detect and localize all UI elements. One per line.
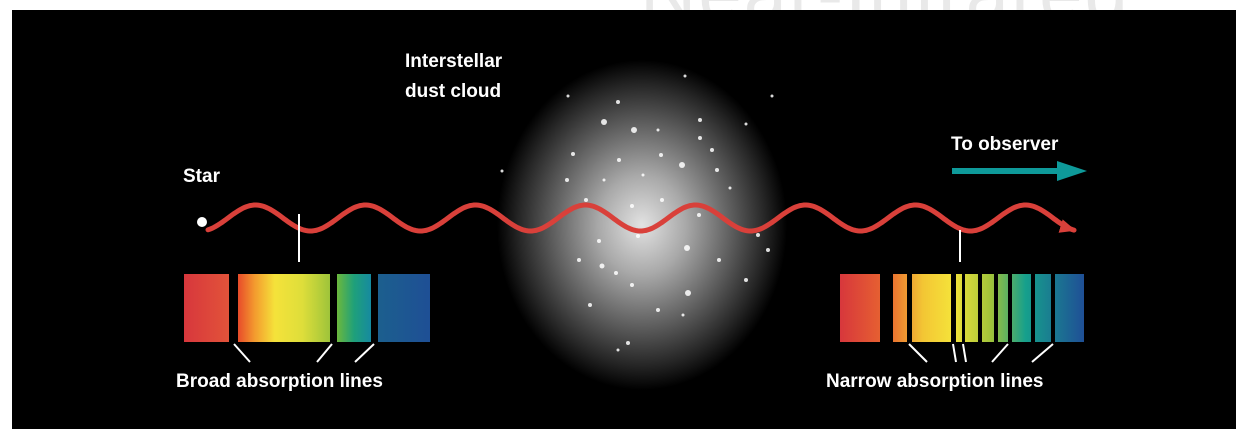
cloud-label-line2: dust cloud — [405, 81, 502, 102]
dust-speck — [641, 173, 645, 177]
diagram-panel: Star Interstellar dust cloud To observer… — [12, 10, 1236, 429]
dust-speck — [659, 153, 663, 157]
dust-speck — [602, 178, 606, 182]
narrow-pointer-lines — [908, 343, 1054, 363]
dust-speck — [584, 198, 588, 202]
broad-pointer-lines — [233, 343, 375, 363]
dust-speck — [656, 308, 660, 312]
dust-cloud — [497, 60, 787, 390]
dust-speck — [631, 127, 637, 133]
dust-speck — [681, 313, 685, 317]
dust-speck — [566, 94, 570, 98]
dust-speck — [614, 271, 618, 275]
dust-speck — [766, 248, 770, 252]
dust-speck — [715, 168, 719, 172]
dust-speck — [679, 162, 685, 168]
dust-speck — [500, 169, 504, 173]
dust-speck — [770, 94, 774, 98]
narrow-lines-caption: Narrow absorption lines — [826, 371, 1044, 392]
diagram-canvas — [184, 60, 1087, 390]
dust-speck — [617, 158, 621, 162]
dust-speck — [601, 119, 607, 125]
dust-speck — [744, 122, 748, 126]
dust-speck — [630, 283, 634, 287]
dust-speck — [577, 258, 581, 262]
dust-speck — [683, 74, 687, 78]
observer-arrow — [952, 161, 1087, 181]
dust-speck — [597, 239, 601, 243]
dust-speck — [684, 245, 690, 251]
dust-speck — [710, 148, 714, 152]
dust-speck — [697, 213, 701, 217]
dust-speck — [588, 303, 592, 307]
dust-speck — [656, 128, 660, 132]
dust-speck — [728, 186, 732, 190]
star-dot — [197, 217, 207, 227]
dust-speck — [660, 198, 664, 202]
dust-speck — [565, 178, 569, 182]
dust-speck — [616, 348, 620, 352]
broad-lines-caption: Broad absorption lines — [176, 371, 383, 392]
dust-speck — [744, 278, 748, 282]
light-wave — [205, 202, 1077, 234]
narrow-spectrum — [840, 274, 1084, 342]
dust-speck — [571, 152, 575, 156]
star-label: Star — [183, 166, 220, 187]
dust-speck — [616, 100, 620, 104]
dust-speck — [756, 233, 760, 237]
dust-speck — [685, 290, 691, 296]
cloud-speckles — [500, 74, 774, 352]
dust-speck — [630, 204, 634, 208]
cloud-label-line1: Interstellar — [405, 51, 503, 72]
dust-speck — [717, 258, 721, 262]
dust-speck — [599, 263, 605, 269]
observer-label: To observer — [951, 134, 1059, 155]
broad-spectrum — [184, 274, 430, 342]
dust-speck — [698, 136, 702, 140]
dust-speck — [698, 118, 702, 122]
dust-speck — [636, 234, 640, 238]
dust-speck — [626, 341, 630, 345]
